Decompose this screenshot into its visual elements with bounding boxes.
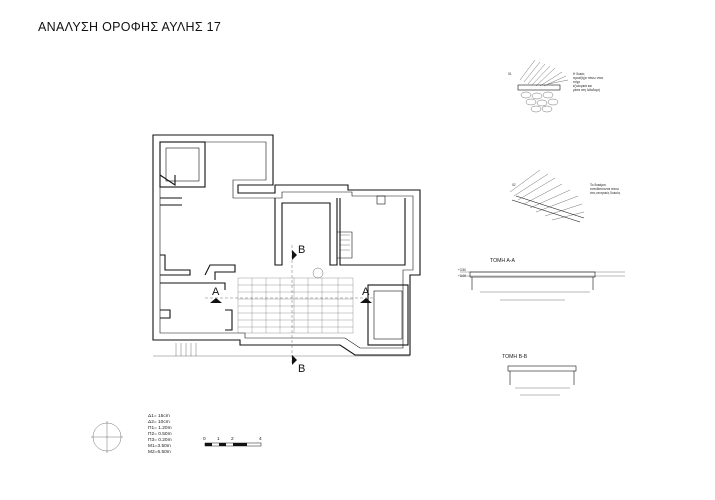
detail-1-note-3: τοίχο xyxy=(573,80,580,84)
wall-stub-2 xyxy=(160,197,182,206)
scale-bar-segment xyxy=(233,443,247,446)
section-arrow-a-right xyxy=(360,298,372,303)
column xyxy=(312,267,324,279)
section-arrow-b-top xyxy=(292,250,297,260)
stone xyxy=(541,105,553,113)
stone xyxy=(536,99,548,107)
detail-1-note-4: εξωτερικά και xyxy=(573,84,592,88)
detail-1-thatch xyxy=(519,59,569,87)
section-aa: ΤΟΜΗ Α-Α +3.50 +3.00 xyxy=(458,258,625,301)
detail-2-callout: 02 xyxy=(512,183,516,187)
scale-tick-0: 0 xyxy=(203,436,206,442)
compass-symbol xyxy=(91,421,123,453)
room-middle xyxy=(274,198,338,266)
front-stairs xyxy=(153,343,410,357)
detail-1-callout: 01 xyxy=(508,72,512,76)
wall-left-mid xyxy=(160,254,191,276)
courtyard-outline xyxy=(237,277,354,334)
legend-line-5: Π3= 0.20m xyxy=(148,437,172,443)
stone xyxy=(520,91,532,99)
section-mark-a-right: A xyxy=(362,286,370,298)
detail-2-beam xyxy=(511,195,585,223)
stair-b xyxy=(337,231,353,259)
detail-1-beam xyxy=(517,84,561,91)
detail-2: 02 Τα δοκάρια τοποθετούνται πάνω στις κε… xyxy=(509,169,621,223)
stone xyxy=(542,91,554,99)
wall-left-low xyxy=(160,282,226,290)
detail-2-note-3: στις κεντρικές δοκούς xyxy=(590,191,621,195)
outer-wall xyxy=(152,134,421,356)
legend-line-2: Δ2= 10cm xyxy=(148,419,170,425)
section-mark-b-bottom: B xyxy=(298,363,305,375)
legend-line-1: Δ1= 15cm xyxy=(148,413,170,419)
detail-1-masonry xyxy=(520,91,559,113)
section-bb: ΤΟΜΗ Β-Β xyxy=(502,354,577,396)
scale-tick-2: 2 xyxy=(231,436,234,442)
chimney xyxy=(376,195,386,205)
drawing-title: ΑΝΑΛΥΣΗ ΟΡΟΦΗΣ ΑΥΛΗΣ 17 xyxy=(38,20,222,34)
scale-tick-4: 4 xyxy=(259,436,262,442)
section-mark-a-left: A xyxy=(212,286,220,298)
section-mark-b-top: B xyxy=(298,244,305,256)
detail-1-note-1: Η δοκός xyxy=(573,72,585,76)
section-aa-level-1: +3.50 xyxy=(458,268,466,272)
courtyard-roof-grid xyxy=(237,267,354,334)
section-aa-roof xyxy=(469,271,596,278)
scale-bar: 0 1 2 4 xyxy=(203,436,262,447)
wall-stub xyxy=(159,174,176,187)
detail-1-note-5: μέσα στη λιθοδομή xyxy=(573,88,600,92)
section-aa-level-2: +3.00 xyxy=(458,274,466,278)
room-top-left-inner xyxy=(165,147,200,182)
room-right-lower-inner xyxy=(373,290,403,340)
stone xyxy=(525,98,537,106)
scale-tick-1: 1 xyxy=(217,436,220,442)
wall-left-door xyxy=(160,309,171,319)
dimension-legend: Δ1= 15cm Δ2= 10cm Π1= 1.20m Π2= 0.50m Π3… xyxy=(148,413,172,455)
stone xyxy=(530,105,542,113)
section-arrow-a-left xyxy=(210,298,222,303)
room-right xyxy=(339,198,406,266)
legend-line-3: Π1= 1.20m xyxy=(148,425,172,431)
scale-bar-segment xyxy=(205,443,212,446)
scale-bar-segment xyxy=(219,443,226,446)
detail-2-note-2: τοποθετούνται πάνω xyxy=(590,187,620,191)
detail-2-note-1: Τα δοκάρια xyxy=(590,183,606,187)
wall-left-low-2 xyxy=(225,309,233,331)
detail-1: 01 Η δοκός προεξέχει πάνω στον τοίχο εξω… xyxy=(508,59,604,113)
section-bb-title: ΤΟΜΗ Β-Β xyxy=(502,354,528,360)
legend-line-4: Π2= 0.50m xyxy=(148,431,172,437)
section-arrow-b-bottom xyxy=(292,355,297,365)
floor-plan: A A B B xyxy=(152,134,421,375)
outer-wall-inner xyxy=(159,141,414,349)
section-bb-roof xyxy=(507,365,577,372)
room-right-lower xyxy=(367,284,409,346)
wall-center-mid xyxy=(204,264,236,280)
legend-line-6: Μ1=3.50m xyxy=(148,443,171,449)
legend-line-7: Μ2=6.50m xyxy=(148,449,171,455)
detail-2-rafters xyxy=(509,169,585,221)
room-top-left xyxy=(159,141,206,188)
stone xyxy=(531,92,543,100)
stone xyxy=(547,98,559,106)
detail-1-note-2: προεξέχει πάνω στον xyxy=(573,76,604,80)
section-aa-title: ΤΟΜΗ Α-Α xyxy=(490,258,516,264)
